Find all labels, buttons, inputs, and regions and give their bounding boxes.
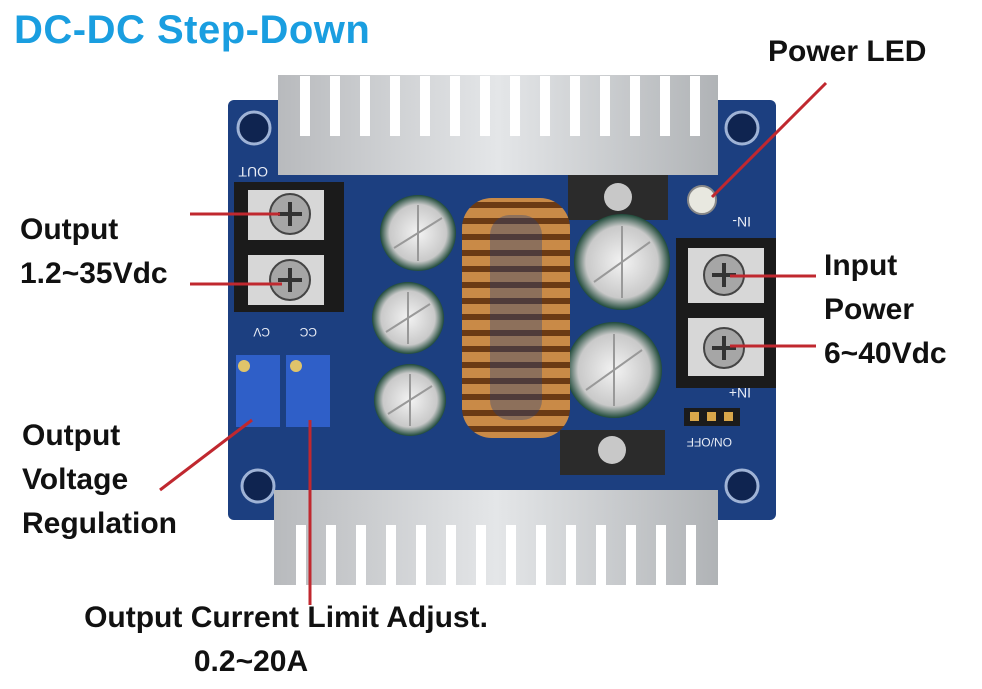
onoff-header — [684, 408, 740, 426]
output-terminal-block — [234, 182, 344, 312]
capacitor — [566, 322, 662, 418]
power-led-label: Power LED — [768, 35, 927, 68]
current-potentiometer — [286, 355, 330, 427]
current-limit-label: Output Current Limit Adjust. 0.2~20A — [66, 596, 506, 684]
bottom-heatsink — [274, 490, 718, 587]
input-label-line1: Input — [824, 249, 898, 282]
leader-lines — [159, 81, 828, 605]
silk-out: OUT — [238, 164, 268, 180]
silk-cc: CC — [299, 325, 317, 339]
mount-hole — [236, 110, 272, 146]
voltage-label-line2: Voltage — [22, 463, 129, 496]
capacitor — [574, 214, 670, 310]
power-led — [687, 185, 717, 215]
voltage-label-line3: Regulation — [22, 507, 177, 540]
input-terminal-block — [676, 238, 776, 388]
capacitor — [380, 195, 456, 271]
voltage-potentiometer — [236, 355, 280, 427]
current-label-line1: Output Current Limit Adjust. — [84, 601, 488, 634]
silk-cv: CV — [253, 325, 270, 339]
inductor-coil — [462, 198, 570, 438]
current-label-line2: 0.2~20A — [193, 645, 309, 678]
capacitor — [372, 282, 444, 354]
page-title: DC-DC Step-Down — [14, 8, 371, 52]
output-label: Output 1.2~35Vdc — [20, 208, 168, 296]
input-label-line3: 6~40Vdc — [824, 337, 947, 370]
mount-hole — [724, 110, 760, 146]
top-heatsink — [278, 75, 718, 175]
output-label-line1: Output — [20, 213, 119, 246]
silk-onoff: ON/OFF — [687, 435, 732, 449]
voltage-label-line1: Output — [22, 419, 121, 452]
mount-hole — [240, 468, 276, 504]
voltage-regulation-label: Output Voltage Regulation — [22, 414, 177, 546]
capacitor — [374, 364, 446, 436]
mount-hole — [724, 468, 760, 504]
silk-in-top: IN- — [732, 214, 751, 230]
input-label: Input Power 6~40Vdc — [824, 244, 947, 376]
input-label-line2: Power — [824, 293, 915, 326]
silk-in-bottom: IN+ — [729, 385, 751, 401]
output-label-line2: 1.2~35Vdc — [20, 257, 168, 290]
